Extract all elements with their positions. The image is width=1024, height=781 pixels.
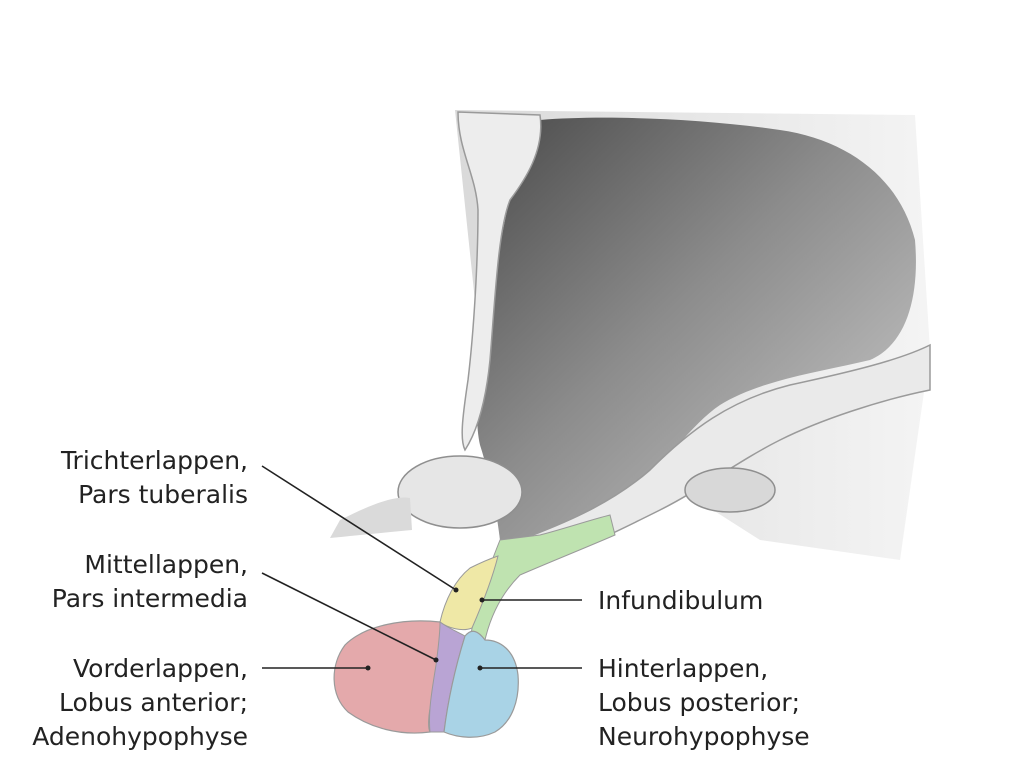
leader-dot-lobus-posterior	[477, 665, 483, 671]
label-lobus-posterior-line1: Hinterlappen,	[598, 654, 769, 683]
label-lobus-anterior: Vorderlappen, Lobus anterior; Adenohypop…	[32, 652, 248, 754]
optic-nerve	[330, 497, 412, 538]
leader-line-pars-tuberalis	[261, 465, 457, 591]
label-pars-tuberalis-line2: Pars tuberalis	[78, 480, 248, 509]
leader-dot-lobus-anterior	[365, 665, 371, 671]
label-pars-tuberalis: Trichterlappen, Pars tuberalis	[61, 444, 248, 512]
leader-dot-infundibulum	[479, 597, 485, 603]
pars-tuberalis	[439, 555, 499, 631]
leader-dot-pars-intermedia	[433, 657, 439, 663]
label-lobus-anterior-line1: Vorderlappen,	[73, 654, 248, 683]
label-lobus-anterior-line2: Lobus anterior;	[58, 688, 248, 717]
optic-chiasm	[397, 455, 523, 529]
leader-dot-pars-tuberalis	[453, 587, 459, 593]
mammillary-body	[684, 467, 776, 513]
leader-line-pars-intermedia	[261, 572, 437, 661]
lamina-terminalis	[457, 111, 542, 452]
third-ventricle	[477, 117, 916, 540]
label-pars-intermedia-line2: Pars intermedia	[51, 584, 248, 613]
anterior-lobe	[333, 620, 443, 734]
label-infundibulum: Infundibulum	[598, 584, 763, 618]
hypothalamic-floor	[518, 343, 931, 561]
label-infundibulum-line1: Infundibulum	[598, 586, 764, 615]
label-lobus-posterior-line3: Neurohypophyse	[598, 722, 810, 751]
label-lobus-posterior-line2: Lobus posterior;	[598, 688, 801, 717]
label-pars-intermedia-line1: Mittellappen,	[84, 550, 248, 579]
label-lobus-posterior: Hinterlappen, Lobus posterior; Neurohypo…	[598, 652, 810, 754]
label-lobus-anterior-line3: Adenohypophyse	[32, 722, 248, 751]
label-pars-intermedia: Mittellappen, Pars intermedia	[52, 548, 248, 616]
label-pars-tuberalis-line1: Trichterlappen,	[60, 446, 248, 475]
posterior-lobe	[443, 630, 519, 738]
